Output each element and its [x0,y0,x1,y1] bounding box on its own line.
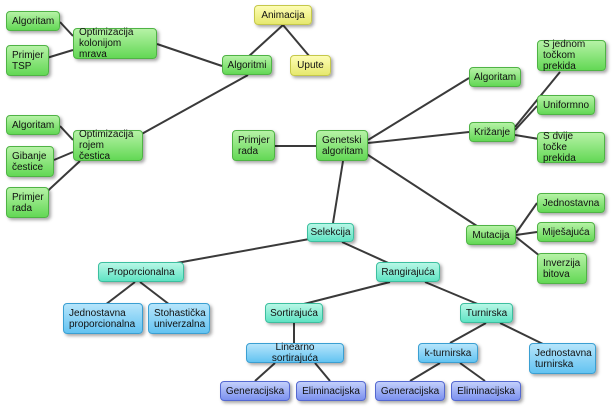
connector-line [332,160,344,224]
node-rangirajuca[interactable]: Rangirajuća [376,262,440,282]
node-p-stohasticka[interactable]: Stohastička univerzalna [148,303,210,334]
node-aco[interactable]: Optimizacija kolonijom mrava [73,27,157,60]
connector-line [367,77,470,141]
node-kt-generacijska[interactable]: Generacijska [375,381,445,401]
connector-line [139,281,171,306]
node-k-uniformno[interactable]: Uniformno [537,95,595,115]
node-ga-algoritam[interactable]: Algoritam [469,67,521,87]
connector-line [247,24,284,58]
node-sortirajuca[interactable]: Sortirajuća [265,303,323,323]
connector-line [254,362,276,382]
connector-line [364,152,481,229]
node-pso-gibanje[interactable]: Gibanje čestice [6,146,54,177]
node-kt-eliminacijska[interactable]: Eliminacijska [451,381,521,401]
connector-line [53,151,74,161]
connector-line [459,362,486,382]
node-pso-primjer[interactable]: Primjer rada [6,187,49,218]
node-krizanje[interactable]: Križanje [469,122,515,142]
node-m-mijesajuca[interactable]: Miješajuća [537,222,595,242]
node-ga-primjer[interactable]: Primjer rada [232,130,275,161]
connector-line [59,21,74,37]
connector-line [59,125,74,141]
node-proporcionalna[interactable]: Proporcionalna [98,262,184,282]
connector-line [424,281,481,306]
connector-line [514,105,538,131]
node-selekcija[interactable]: Selekcija [307,223,354,242]
connector-line [499,322,546,346]
node-kturnirska[interactable]: k-turnirska [418,343,478,363]
node-pso-algoritam[interactable]: Algoritam [6,115,60,135]
node-l-eliminacijska[interactable]: Eliminacijska [296,381,366,401]
node-upute[interactable]: Upute [290,55,331,76]
node-animacija[interactable]: Animacija [254,5,312,25]
connector-line [137,74,249,137]
connector-line [314,362,331,382]
node-mutacija[interactable]: Mutacija [466,225,516,245]
node-aco-algoritam[interactable]: Algoritam [6,11,60,31]
connector-line [449,322,487,344]
connector-line [367,131,470,144]
connector-line [159,237,316,267]
node-m-inverzija[interactable]: Inverzija bitova [537,253,587,284]
connector-line [282,24,311,58]
node-aco-tsp[interactable]: Primjer TSP [6,45,49,76]
connector-line [104,281,136,306]
node-linearno[interactable]: Linearno sortirajuća [246,342,344,364]
connector-line [515,202,538,234]
connector-line [156,43,223,67]
connector-line [409,362,441,382]
node-ga[interactable]: Genetski algoritam [316,130,368,161]
node-m-jednostavna[interactable]: Jednostavna [537,193,605,213]
node-turnirska[interactable]: Turnirska [460,303,513,323]
node-k-dvije[interactable]: S dvije točke prekida [537,131,605,164]
node-pso[interactable]: Optimizacija rojem čestica [73,129,143,162]
connector-line [299,281,391,306]
node-k-jedna[interactable]: S jednom točkom prekida [537,39,606,72]
connector-line [515,231,538,236]
node-l-generacijska[interactable]: Generacijska [220,381,290,401]
node-algoritmi[interactable]: Algoritmi [222,55,272,75]
node-p-jednostavna[interactable]: Jednostavna proporcionalna [63,303,143,334]
node-t-jednostavna[interactable]: Jednostavna turnirska [529,343,596,374]
